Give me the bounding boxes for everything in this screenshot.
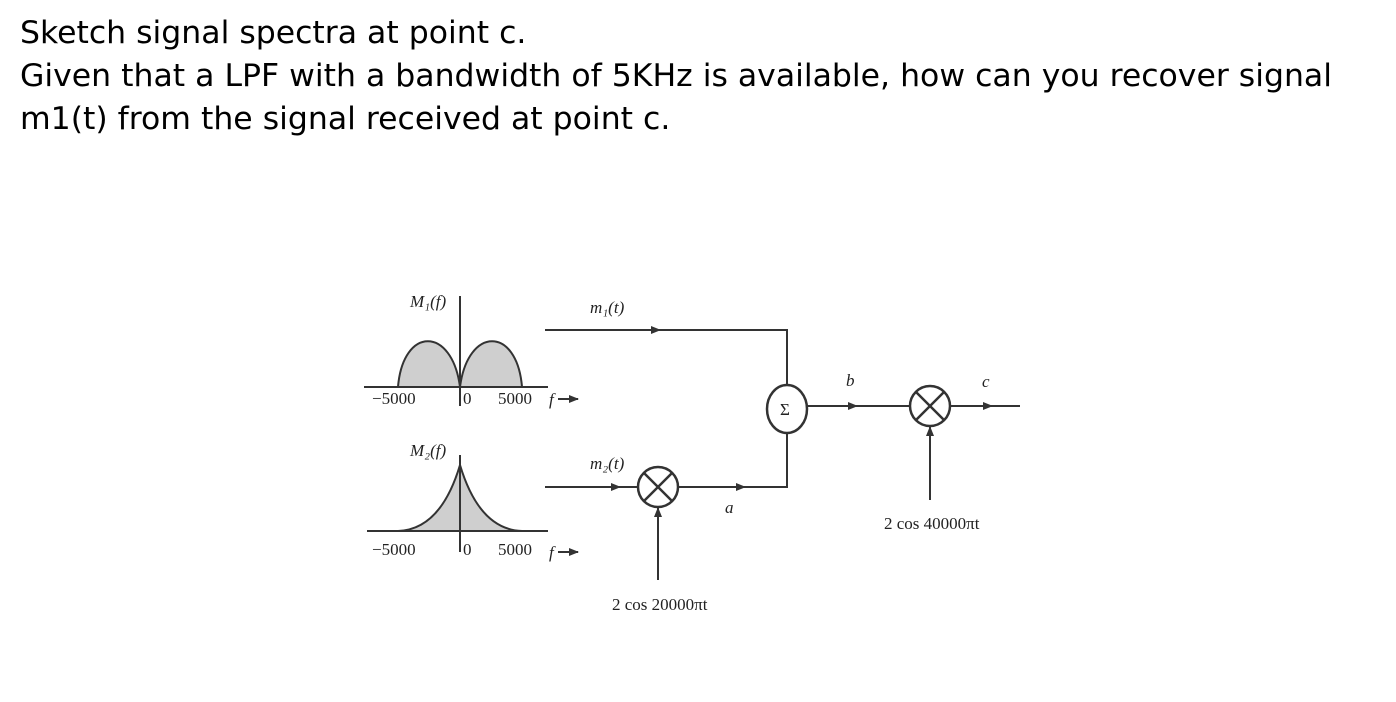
summer: Σ [765, 383, 809, 435]
mixer-2 [908, 384, 952, 428]
summer-symbol: Σ [780, 400, 790, 419]
point-c-label: c [982, 372, 990, 391]
spectrum-m1-tick-pos: 5000 [498, 389, 532, 408]
spectrum-m1-title: M₁(f) [409, 292, 446, 311]
question-line-2: Given that a LPF with a bandwidth of 5KH… [20, 58, 1332, 94]
carrier1-label: 2 cos 20000πt [612, 595, 708, 614]
signal-m1-label: m₁(t) [590, 298, 625, 317]
spectrum-m1: M₁(f) −5000 0 5000 f [364, 292, 579, 409]
spectrum-m1-f-label: f [549, 390, 556, 409]
question-line-1: Sketch signal spectra at point c. [20, 15, 527, 51]
carrier2-label: 2 cos 40000πt [884, 514, 980, 533]
spectrum-m2-title: M₂(f) [409, 441, 446, 460]
signal-m2-label: m₂(t) [590, 454, 625, 473]
spectrum-m2-tick-neg: −5000 [372, 540, 416, 559]
spectrum-m1-tick-zero: 0 [463, 389, 472, 408]
question-text: Sketch signal spectra at point c. Given … [20, 12, 1380, 141]
spectrum-m2-tick-pos: 5000 [498, 540, 532, 559]
spectrum-m2: M₂(f) −5000 0 5000 f [367, 441, 579, 562]
point-a-label: a [725, 498, 734, 517]
spectrum-m1-tick-neg: −5000 [372, 389, 416, 408]
question-line-3: m1(t) from the signal received at point … [20, 101, 671, 137]
mixer1-out-to-summer [745, 433, 788, 488]
spectrum-m2-f-label: f [549, 543, 556, 562]
m1-wire-to-summer [660, 329, 788, 385]
spectrum-m1-lobes [396, 340, 524, 388]
mixer-1 [636, 465, 680, 509]
point-b-label: b [846, 371, 855, 390]
spectrum-m2-tick-zero: 0 [463, 540, 472, 559]
